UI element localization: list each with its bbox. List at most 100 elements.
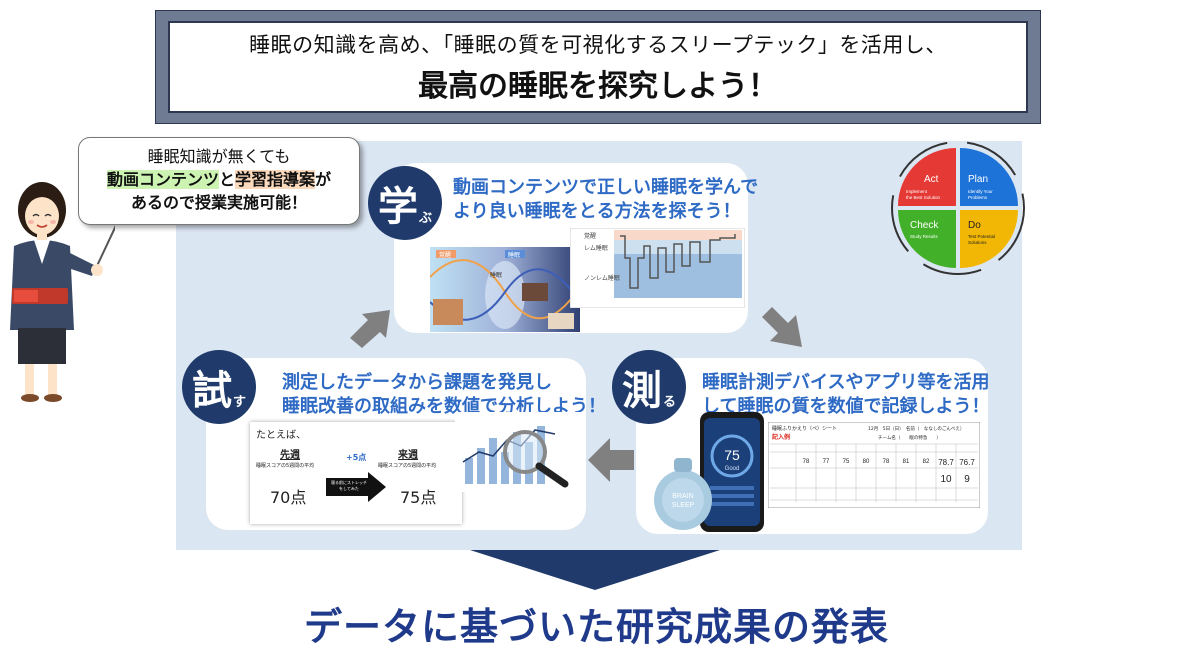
pdca-act-segment [898,148,956,206]
arrow-to-try [588,438,634,482]
pdca-act-sub2: the Best Solution [906,195,941,200]
sheet-value-2: 77 [823,459,830,465]
sheet-value-3: 75 [843,459,850,465]
learn-badge-char: 学 [377,184,418,230]
pdca-do-sub2: Solutions [968,240,987,245]
bubble-line-3: あるので授業実施可能！ [130,193,307,212]
device-brand-line-2: SLEEP [672,502,695,509]
pdca-check-label: Check [910,220,939,231]
awake-tag-label: 覚醒 [439,251,451,259]
try-badge-ruby: す [232,394,246,410]
learn-title-line-1: 動画コンテンツで正しい睡眠を学んで [453,177,759,198]
comparison-box: たとえば、 先週 来週 +5点 睡眠スコアの5週間の平均 睡眠スコアの5週間の平… [250,422,462,524]
measure-badge-char: 測 [621,368,662,414]
sleep-tag [505,250,525,258]
this-week-label: 来週 [398,450,418,461]
hypno-awake-label: 覚醒 [584,232,596,240]
awake-tag [436,250,456,258]
highlight-video-content: 動画コンテンツ [106,170,219,189]
sheet-value-5: 78 [883,459,890,465]
device-brand-line-1: BRAIN [672,493,693,500]
learn-title: 動画コンテンツで正しい睡眠を学んで より良い睡眠をとる方法を探そう！ [453,176,758,224]
sheet-example-label: 記入例 [772,433,790,441]
footer-title: データに基づいた研究成果の発表 [303,605,889,649]
measure-title-line-2: して睡眠の質を数値で記録しよう！ [702,396,990,417]
sleep-record-sheet: 睡眠ふりかえり（ペ）シート 記入例 12月 5日（日） 名前（ ななしのごんべえ… [768,422,980,508]
measure-badge: 測る [612,350,686,424]
bubble-line-1: 睡眠知識が無くても [147,147,291,166]
bubble-conjunction: と [218,170,235,189]
learn-badge: 学ぶ [368,166,442,240]
hypno-rem-label: レム睡眠 [584,244,608,252]
try-title-line-1: 測定したデータから課題を発見し [282,372,552,393]
comparison-intro: たとえば、 [256,430,306,441]
pdca-check-segment [898,210,956,268]
action-arrow [326,472,386,502]
arrow-to-measure [762,307,802,347]
down-chevron [470,550,720,590]
sheet-value-4: 80 [863,459,870,465]
last-week-avg-label: 睡眠スコアの5週間の平均 [256,463,315,469]
pdca-plan-sub1: Identify Your [968,189,993,194]
sheet-value-7: 82 [923,459,930,465]
learn-title-line-2: より良い睡眠をとる方法を探そう！ [453,201,741,222]
arrow-to-learn [350,310,390,348]
sheet-title: 睡眠ふりかえり（ペ）シート [772,425,837,432]
family-photo [433,299,463,325]
pdca-plan-label: Plan [968,174,988,185]
phone-score: 75 [724,447,740,463]
sheet-avg-1: 78.7 [938,458,954,467]
teacher-illustration [10,182,115,402]
action-text: 寝る前にストレッチ をしてみた [331,480,367,491]
learn-badge-ruby: ぶ [418,210,432,226]
measure-title: 睡眠計測デバイスやアプリ等を活用 して睡眠の質を数値で記録しよう！ [702,371,989,419]
hypno-nrem-label: ノンレム睡眠 [584,274,620,282]
last-week-label: 先週 [280,450,300,461]
sheet-avg-2: 76.7 [959,458,975,467]
header-frame: 睡眠の知識を高め、「睡眠の質を可視化するスリープテック」を活用し、 最高の睡眠を… [155,10,1041,124]
try-badge: 試す [182,350,256,424]
sleep-hypnogram: 覚醒 レム睡眠 ノンレム睡眠 [570,228,745,308]
sheet-count-1: 10 [940,474,952,485]
bubble-particle: が [315,170,332,189]
sleep-center-label: 睡眠 [490,271,502,279]
pdca-wheel: Act Implement the Best Solution Plan Ide… [891,141,1025,275]
sleep-video-thumbnail: 覚醒 睡眠 睡眠 [430,247,580,332]
speech-bubble: 睡眠知識が無くても 動画コンテンツと学習指導案が あるので授業実施可能！ [78,137,360,225]
pdca-plan-segment [960,148,1018,206]
try-title: 測定したデータから課題を発見し 睡眠改善の取組みを数値で分析しよう！ [282,371,606,419]
sheet-count-2: 9 [964,474,970,485]
bed-photo [522,283,548,301]
try-title-line-2: 睡眠改善の取組みを数値で分析しよう！ [282,396,606,417]
phone-score-word: Good [725,466,740,472]
highlight-lesson-plan: 学習指導案 [235,170,316,189]
pdca-check-sub1: Study Results [910,234,939,239]
sheet-header-right: 12月 5日（日） 名前（ ななしのごんべえ） [868,425,964,432]
measure-title-line-1: 睡眠計測デバイスやアプリ等を活用 [702,372,990,393]
sleep-app-phone: 75 Good [700,412,764,532]
plus-points: +5点 [346,453,367,462]
child-photo [548,313,574,329]
header-line-2: 最高の睡眠を探究しよう！ [418,69,778,104]
sleep-sensor-device: BRAIN SLEEP [654,458,712,530]
pdca-act-label: Act [924,174,939,185]
try-badge-char: 試 [191,368,232,414]
bubble-line-2: 動画コンテンツと学習指導案が [79,168,359,191]
pdca-do-label: Do [968,220,981,231]
pdca-do-segment [960,210,1018,268]
score-before: 70点 [270,488,307,507]
pdca-do-sub1: Test Potential [968,234,995,239]
measure-badge-ruby: る [662,394,676,410]
header-line-1: 睡眠の知識を高め、「睡眠の質を可視化するスリープテック」を活用し、 [249,33,947,57]
header-box: 睡眠の知識を高め、「睡眠の質を可視化するスリープテック」を活用し、 最高の睡眠を… [168,21,1028,113]
score-after: 75点 [400,488,437,507]
sheet-value-6: 81 [903,459,910,465]
pdca-plan-sub2: Problems [968,195,988,200]
sheet-team: チーム名（ 眠の特急 ） [878,434,941,441]
this-week-avg-label: 睡眠スコアの5週間の平均 [378,463,437,469]
pdca-act-sub1: Implement [906,189,928,194]
analytics-magnifier-image [455,412,580,492]
sleep-tag-label: 睡眠 [508,251,520,259]
sheet-value-1: 78 [803,459,810,465]
